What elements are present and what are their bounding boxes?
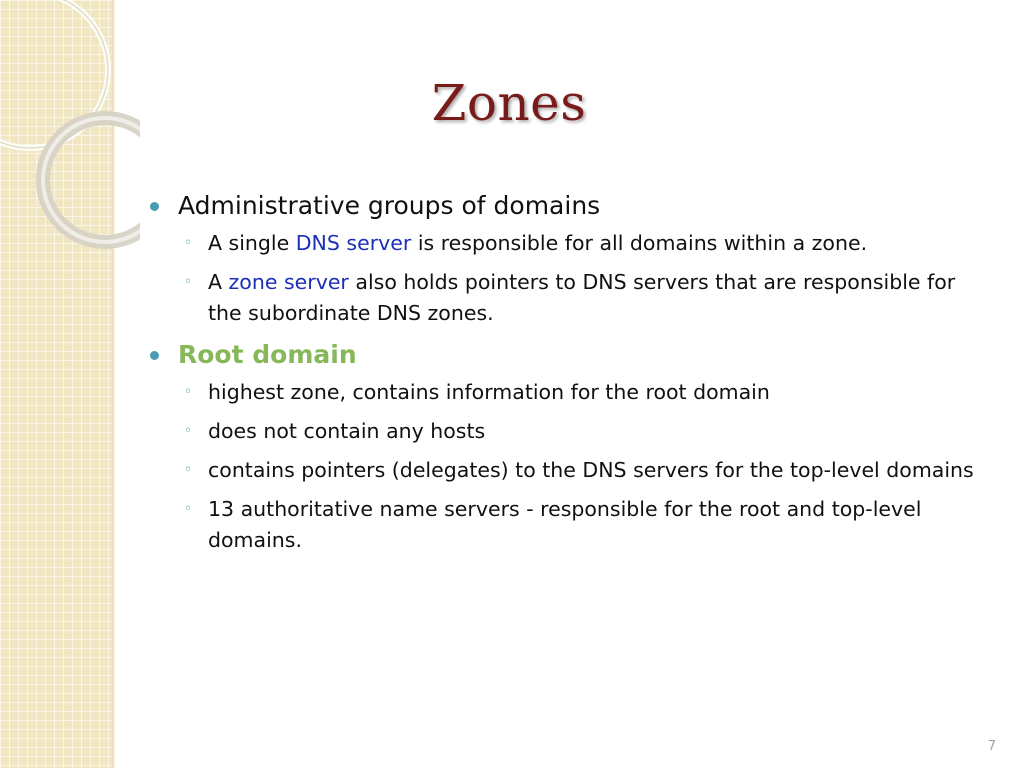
slide-content: Administrative groups of domains ◦ A sin… [148, 188, 988, 564]
bullet-text: Root domain [178, 340, 357, 369]
bullet-administrative-groups: Administrative groups of domains [148, 188, 988, 224]
page-number: 7 [987, 739, 996, 754]
ring-bullet-icon: ◦ [184, 501, 193, 517]
ring-bullet-icon: ◦ [184, 423, 193, 439]
sub-text: A [208, 270, 229, 294]
sub-text: contains pointers (delegates) to the DNS… [208, 458, 974, 482]
sub-bullet-dns-server: ◦ A single DNS server is responsible for… [148, 228, 988, 259]
ring-bullet-icon: ◦ [184, 462, 193, 478]
bullet-dot-icon [150, 202, 159, 211]
sub-bullet-pointers: ◦ contains pointers (delegates) to the D… [148, 455, 988, 486]
sub-text: highest zone, contains information for t… [208, 380, 770, 404]
ring-bullet-icon: ◦ [184, 384, 193, 400]
highlight-zone-server: zone server [228, 270, 349, 294]
band-edge [112, 0, 115, 768]
sub-text: 13 authoritative name servers - responsi… [208, 497, 922, 552]
highlight-dns-server: DNS server [295, 231, 412, 255]
sub-text: does not contain any hosts [208, 419, 486, 443]
decorative-band [0, 0, 114, 768]
bullet-text: Administrative groups of domains [178, 191, 601, 220]
bullet-root-domain: Root domain [148, 337, 988, 373]
sub-bullet-highest-zone: ◦ highest zone, contains information for… [148, 377, 988, 408]
sub-bullet-no-hosts: ◦ does not contain any hosts [148, 416, 988, 447]
ring-bullet-icon: ◦ [184, 235, 193, 251]
bullet-dot-icon [150, 351, 159, 360]
slide-title: Zones [431, 74, 587, 132]
sub-bullet-zone-server: ◦ A zone server also holds pointers to D… [148, 267, 988, 329]
sub-text: also holds pointers to DNS servers that … [208, 270, 956, 325]
ring-bullet-icon: ◦ [184, 274, 193, 290]
sub-text: A single [208, 231, 296, 255]
decorative-rings [0, 0, 140, 249]
sub-bullet-authoritative-servers: ◦ 13 authoritative name servers - respon… [148, 494, 988, 556]
sub-text: is responsible for all domains within a … [411, 231, 868, 255]
